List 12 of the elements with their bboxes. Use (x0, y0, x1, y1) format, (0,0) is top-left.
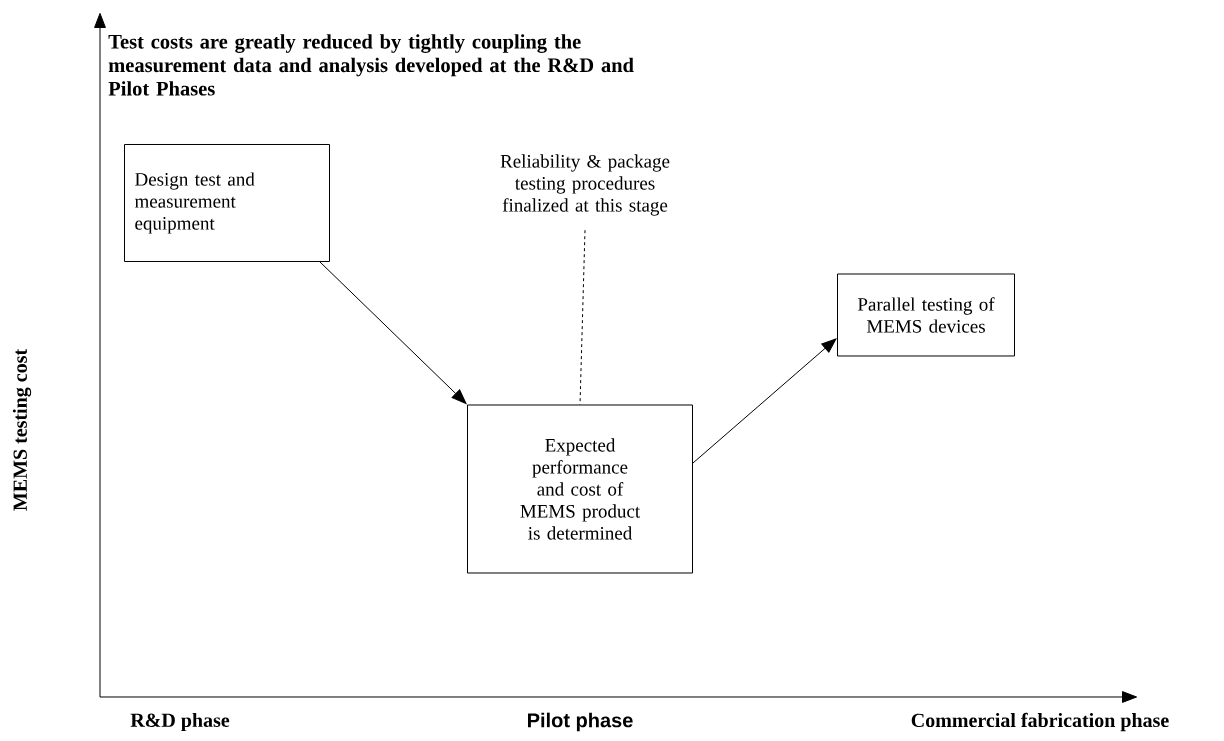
arrow (319, 261, 467, 404)
note-text: Reliability & package testing procedures finalized at this stage (500, 154, 670, 216)
process-box: Expected performance and cost of MEMS product is determined (467, 404, 693, 574)
process-box: Parallel testing of MEMS devices (837, 273, 1015, 357)
process-box: Design test and measurement equipment (124, 144, 330, 262)
phase-label: Pilot phase (528, 712, 633, 732)
phase-label: R&D phase (130, 712, 230, 732)
leader-line (579, 229, 586, 405)
arrow (692, 338, 837, 464)
phase-label: Commercial fabrication phase (911, 712, 1169, 732)
title: Test costs are greatly reduced by tightly coupling the measurement data and analysis developed at the R&D and Pilot Phases (108, 34, 634, 96)
axis-label: MEMS testing cost (12, 349, 32, 511)
